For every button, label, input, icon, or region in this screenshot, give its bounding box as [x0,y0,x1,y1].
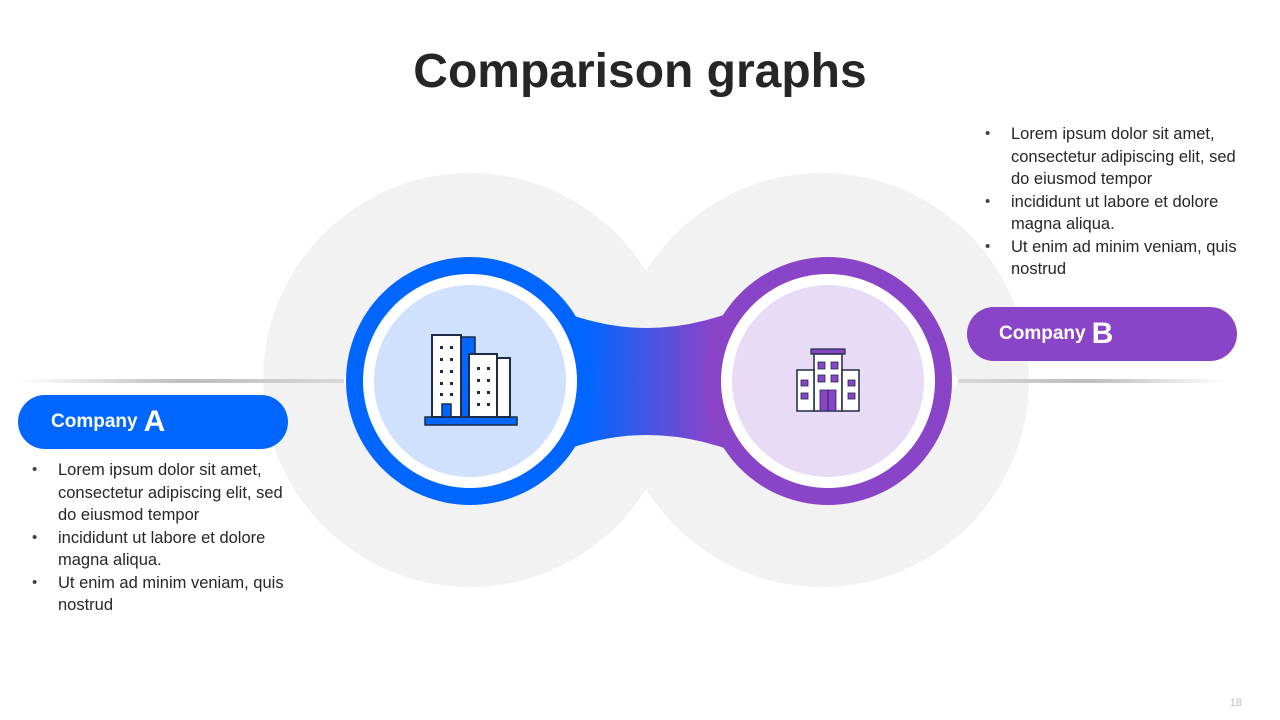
company-a-label: Company A [18,395,288,449]
company-b-letter: B [1091,317,1114,350]
slide-title: Comparison graphs [413,45,867,98]
company-b-label: Company B [967,307,1237,361]
company-a-label-text: Company [51,411,138,432]
company-a-bullet: Ut enim ad minim veniam, quis nostrud [28,572,288,617]
company-b-bullet-list: Lorem ipsum dolor sit amet, consectetur … [981,123,1241,281]
company-a-bullet: incididunt ut labore et dolore magna ali… [28,527,288,572]
office-building-icon [796,348,860,412]
company-a-bullet: Lorem ipsum dolor sit amet, consectetur … [28,459,288,527]
connector-line-a [18,379,350,383]
company-b-bullet: Lorem ipsum dolor sit amet, consectetur … [981,123,1241,191]
company-a-bullet-list: Lorem ipsum dolor sit amet, consectetur … [28,459,288,617]
connector-line-b [952,379,1227,383]
page-number: 18 [1229,697,1242,709]
company-a-letter: A [143,405,166,438]
company-b-label-text: Company [999,323,1086,344]
company-b-bullet: Ut enim ad minim veniam, quis nostrud [981,236,1241,281]
office-buildings-icon [424,334,518,426]
company-b-bullet: incididunt ut labore et dolore magna ali… [981,191,1241,236]
